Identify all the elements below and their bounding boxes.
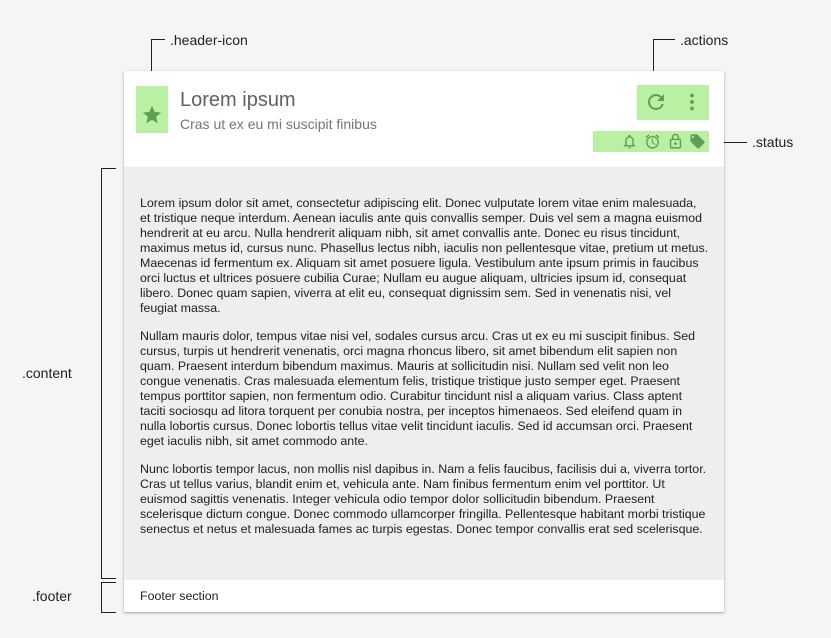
content-paragraph-1: Lorem ipsum dolor sit amet, consectetur … <box>140 196 709 315</box>
content-bracket-top <box>101 168 116 169</box>
card-content: Lorem ipsum dolor sit amet, consectetur … <box>124 167 724 580</box>
refresh-icon[interactable] <box>644 90 668 114</box>
alarm-icon <box>644 133 661 150</box>
footer-bracket-bottom <box>101 612 116 613</box>
card: Lorem ipsum Cras ut ex eu mi suscipit fi… <box>124 71 724 612</box>
content-bracket-bottom <box>101 578 116 579</box>
more-vert-icon[interactable] <box>680 90 704 114</box>
actions-annotation-label: .actions <box>680 32 729 48</box>
footer-text: Footer section <box>140 589 219 603</box>
status-annotation-label: .status <box>752 134 794 150</box>
lock-icon <box>667 133 684 150</box>
footer-annotation-label: .footer <box>32 588 72 604</box>
actions-bracket-horizontal <box>653 39 675 40</box>
card-footer: Footer section <box>124 580 724 612</box>
status-pointer-line <box>710 142 747 143</box>
content-paragraph-2: Nullam mauris dolor, tempus vitae nisi v… <box>140 329 696 448</box>
header-icon <box>136 86 168 133</box>
tag-icon <box>689 133 706 150</box>
content-bracket-vertical <box>101 168 102 579</box>
card-header: Lorem ipsum Cras ut ex eu mi suscipit fi… <box>124 71 724 167</box>
content-paragraph-3: Nunc lobortis tempor lacus, non mollis n… <box>140 462 707 536</box>
footer-bracket-top <box>101 582 116 583</box>
footer-bracket-vertical <box>101 582 102 613</box>
content-annotation-label: .content <box>22 365 72 381</box>
card-subtitle: Cras ut ex eu mi suscipit finibus <box>180 116 377 132</box>
header-icon-bracket-vertical <box>151 39 152 87</box>
actions <box>637 85 709 120</box>
actions-bracket-vertical <box>653 39 654 85</box>
card-title: Lorem ipsum <box>180 89 296 111</box>
header-icon-annotation-label: .header-icon <box>170 32 248 48</box>
header-icon-bracket-horizontal <box>151 39 165 40</box>
status <box>593 131 709 152</box>
content-text: Lorem ipsum dolor sit amet, consectetur … <box>140 196 709 550</box>
bell-icon <box>621 133 638 150</box>
